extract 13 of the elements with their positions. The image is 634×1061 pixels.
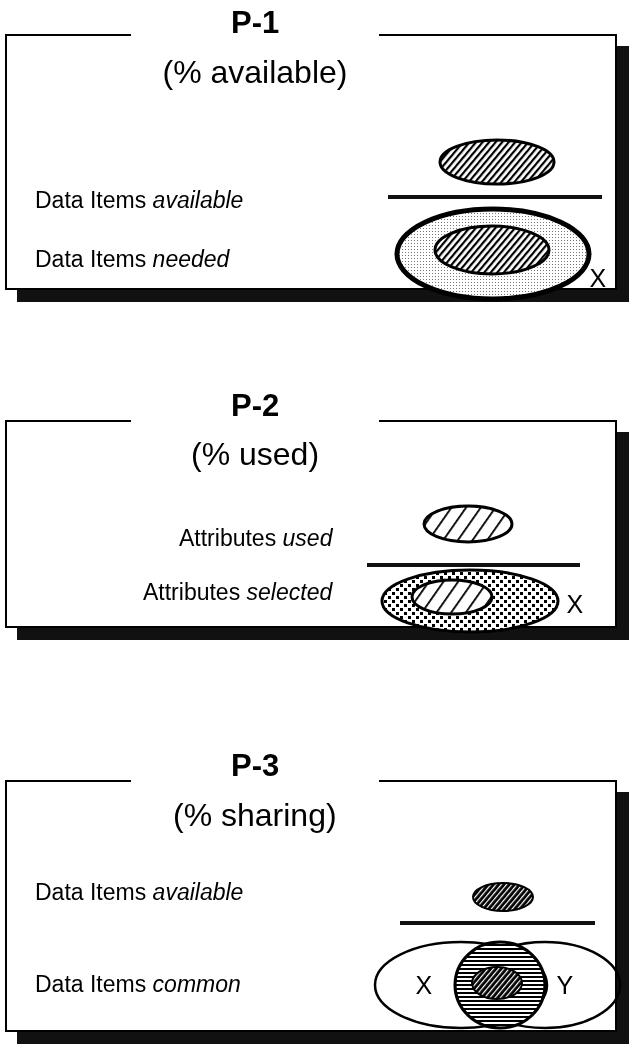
set-label: X: [415, 971, 433, 999]
denominator-label: Attributes selected: [143, 578, 333, 606]
numerator-label: Data Items available: [35, 878, 244, 906]
numerator-label: Attributes used: [179, 524, 333, 552]
panel-subtitle: (% used): [191, 436, 320, 472]
denominator-label: Data Items needed: [35, 245, 230, 273]
panel-subtitle: (% available): [162, 54, 348, 90]
set-label: X: [566, 590, 584, 618]
set-label: Y: [556, 971, 574, 999]
denominator-label: Data Items common: [35, 970, 241, 998]
set-label: X: [589, 264, 607, 292]
panel-subtitle: (% sharing): [173, 797, 337, 833]
numerator-label: Data Items available: [35, 186, 244, 214]
